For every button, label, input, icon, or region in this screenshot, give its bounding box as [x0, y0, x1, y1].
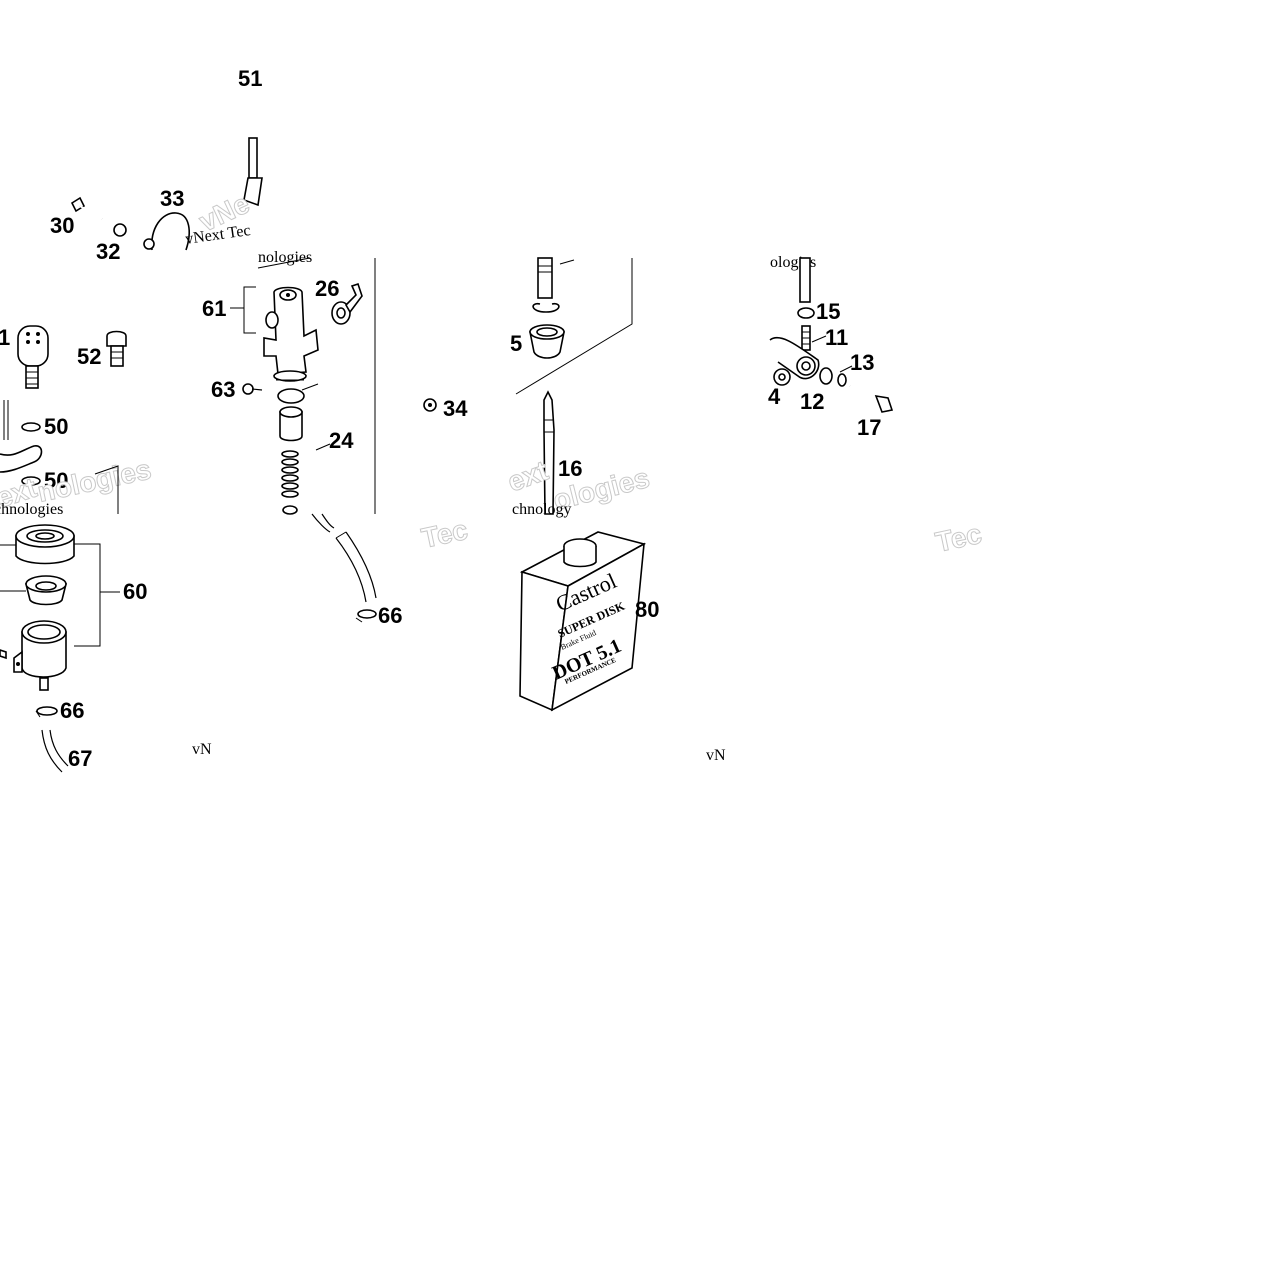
part-o-ring	[277, 388, 305, 404]
part-pushrod-top	[537, 257, 575, 299]
watermark: vN	[706, 747, 726, 764]
part-34-nut	[423, 398, 437, 412]
callout-52: 52	[77, 344, 101, 369]
callout-11: 11	[825, 325, 848, 350]
callout-34: 34	[443, 396, 468, 421]
part-67-hose	[41, 729, 69, 773]
callout-80: 80	[635, 597, 659, 622]
part-52-bleed-screw	[106, 330, 127, 367]
callout-50: 50	[44, 414, 68, 439]
callout-66: 66	[60, 698, 84, 723]
part-63-screw	[242, 383, 263, 395]
callout-17: 17	[857, 415, 881, 440]
part-24-spring	[281, 450, 299, 515]
bracket-61	[243, 286, 256, 334]
callout-32: 32	[96, 239, 120, 264]
part-1-switch	[17, 325, 49, 389]
part-50-washer	[21, 422, 41, 432]
part-17-bolt	[849, 384, 894, 413]
part-reservoir-cap	[15, 524, 75, 565]
callout-66: 66	[378, 603, 402, 628]
part-66-hose-clamp	[35, 706, 58, 718]
frame-line	[257, 257, 311, 269]
part-30-bolt	[70, 196, 103, 220]
part-reservoir-diaphragm	[24, 575, 68, 606]
callout-60: 60	[123, 579, 147, 604]
callout-67: 67	[68, 746, 92, 771]
part-80-brake-fluid-can	[519, 531, 647, 712]
leader	[301, 383, 319, 391]
callout-51: 51	[238, 66, 262, 91]
part-bracket-eye	[769, 336, 820, 380]
callout-61: 61	[202, 296, 226, 321]
part-piston	[279, 406, 303, 442]
bracket-60	[74, 543, 101, 647]
leader	[315, 443, 331, 451]
part-13-washer	[837, 373, 847, 387]
watermark: chnology	[512, 501, 572, 518]
callout-15: 15	[816, 299, 840, 324]
leader	[839, 365, 853, 373]
callout-50: 50	[44, 468, 68, 493]
part-11-stud	[801, 325, 811, 351]
callout-12: 12	[800, 389, 824, 414]
callout-24: 24	[329, 428, 354, 453]
leader	[811, 335, 827, 343]
callout-30: 30	[50, 213, 74, 238]
part-12-washer	[819, 367, 833, 385]
part-banjo-hose	[0, 400, 43, 473]
watermark-ghost: Tec	[933, 518, 985, 558]
callout-4: 4	[768, 384, 781, 409]
part-15-nut	[797, 307, 815, 319]
callout-33: 33	[160, 186, 184, 211]
part-16-pushrod	[543, 390, 555, 515]
callout-1: 1	[0, 325, 10, 350]
part-circlip	[532, 302, 560, 313]
part-26-elbow-fitting	[331, 282, 363, 325]
part-33-clip	[143, 212, 190, 251]
part-reservoir-body	[0, 620, 67, 691]
callout-26: 26	[315, 276, 339, 301]
part-51-hose	[243, 137, 263, 207]
frame-line	[515, 258, 633, 395]
watermark-ghost: nologies	[35, 454, 154, 508]
part-66-hose-clamp	[355, 609, 377, 623]
part-rod-right	[799, 257, 811, 303]
callout-13: 13	[850, 350, 874, 375]
callout-63: 63	[211, 377, 235, 402]
watermark: nologies	[258, 249, 312, 266]
part-50-washer	[21, 476, 41, 486]
callout-16: 16	[558, 456, 582, 481]
part-32-nut	[113, 223, 127, 237]
watermark: vN	[192, 741, 212, 758]
frame-line	[94, 465, 119, 514]
part-5-dust-boot	[529, 324, 565, 359]
watermark: chnologies	[0, 501, 63, 518]
part-61-master-cylinder	[263, 286, 319, 382]
callout-5: 5	[510, 331, 522, 356]
watermark-ghost: Tec	[419, 514, 471, 554]
part-4-nut	[773, 368, 791, 386]
part-hose-middle	[311, 513, 377, 603]
